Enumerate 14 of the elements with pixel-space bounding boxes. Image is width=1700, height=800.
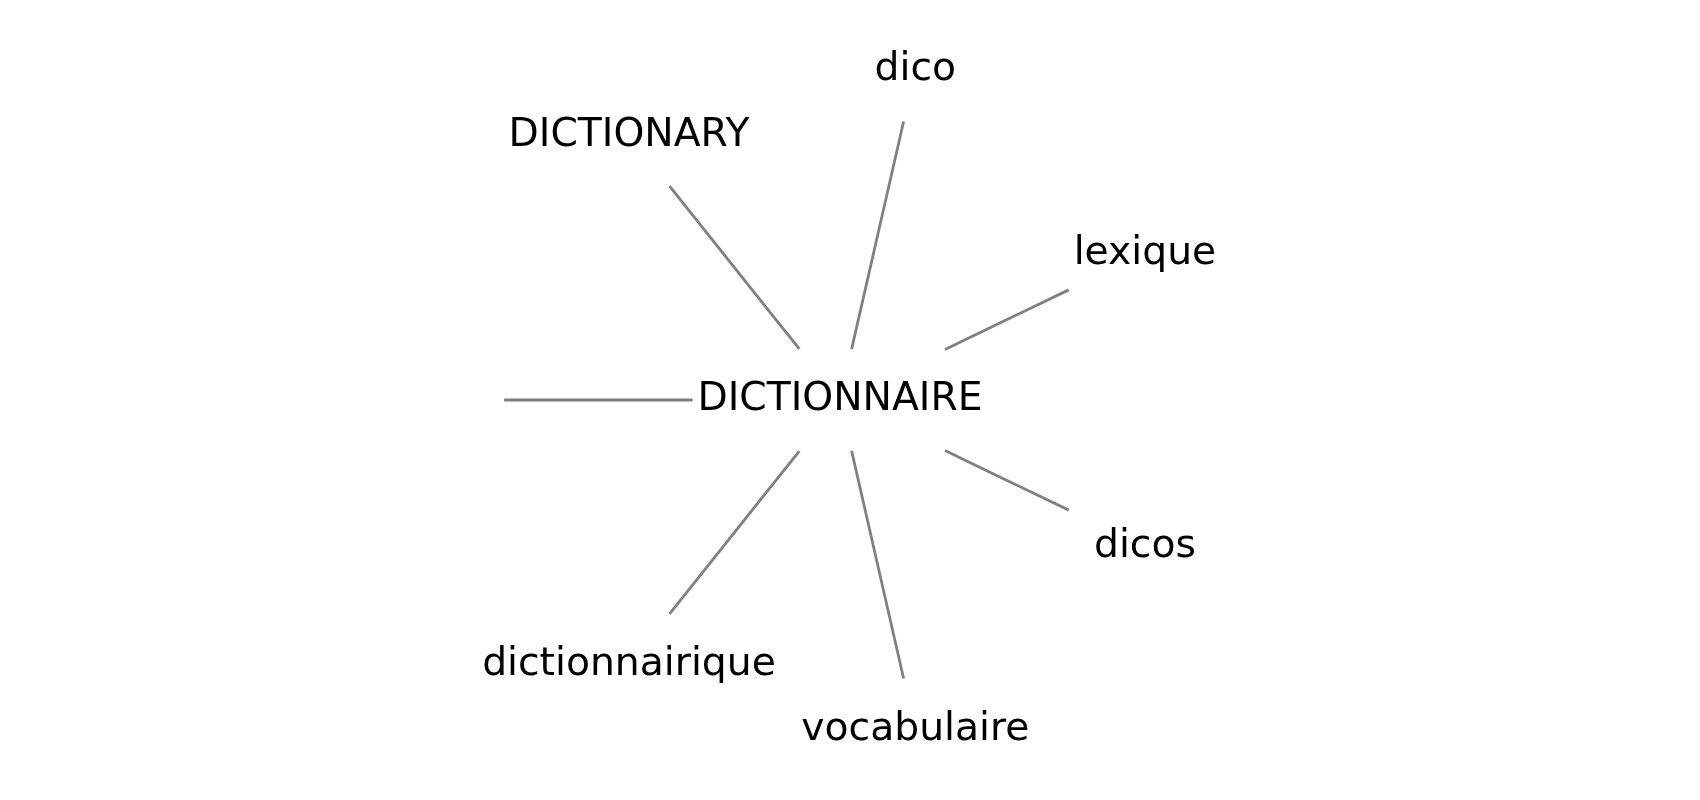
node-text: DICTIONNAIRE — [696, 374, 983, 420]
connector — [849, 121, 905, 350]
connector — [943, 288, 1069, 351]
connector — [849, 450, 905, 679]
node-text: dictionnairique — [481, 639, 776, 685]
connector — [943, 449, 1069, 512]
node-text: dico — [874, 44, 956, 90]
node-text: dicos — [1093, 521, 1196, 567]
node-text: vocabulaire — [800, 704, 1029, 750]
connector — [503, 398, 693, 402]
connector — [667, 185, 800, 350]
node-text: lexique — [1073, 227, 1216, 273]
connector — [667, 450, 800, 615]
node-text: DICTIONARY — [508, 109, 749, 155]
